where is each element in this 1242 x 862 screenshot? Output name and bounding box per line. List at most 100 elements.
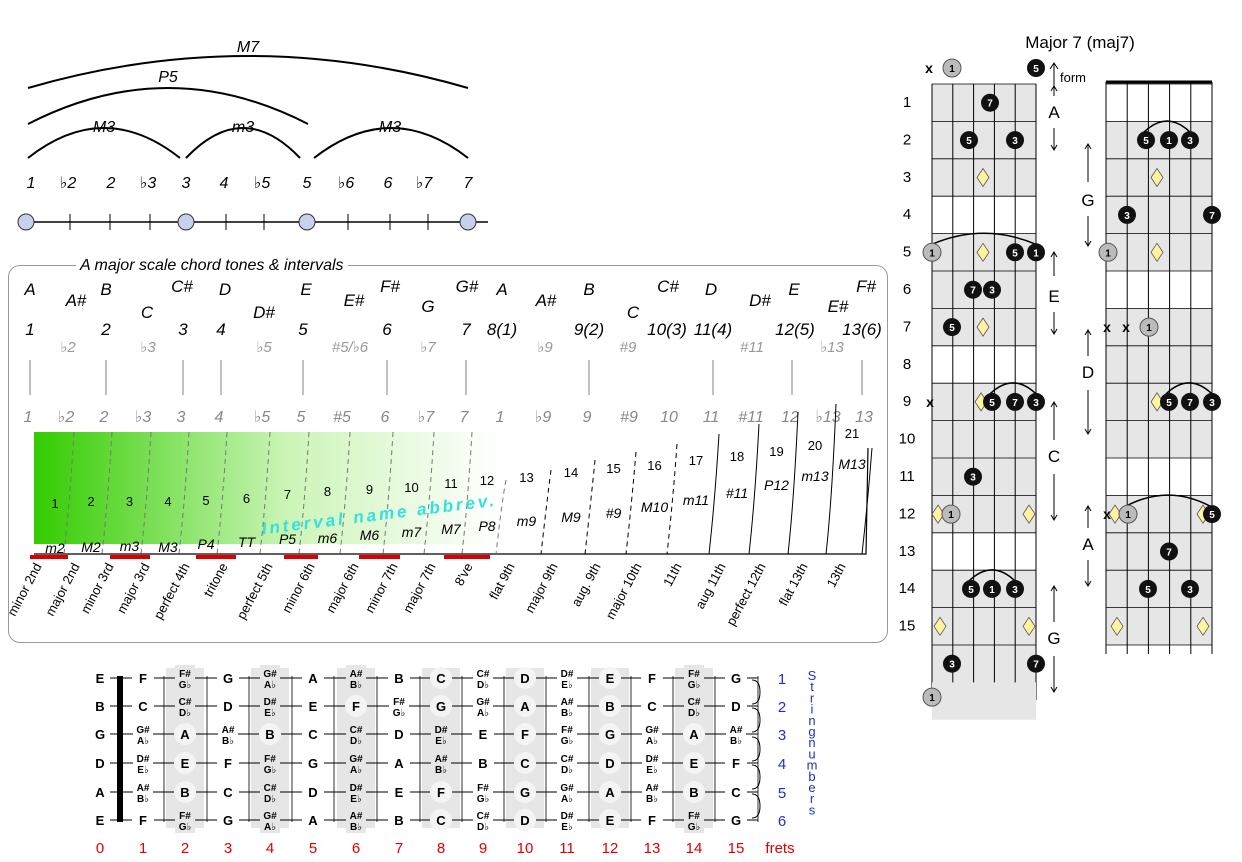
note-bg <box>431 721 451 747</box>
note-name: E# <box>828 297 849 316</box>
chord-tone-dot <box>960 131 978 150</box>
chord-tone-dot <box>1203 505 1221 524</box>
chord-tone-label: 3 <box>970 473 976 484</box>
chord-tone-dot <box>1027 59 1045 77</box>
note-name: A <box>180 727 190 742</box>
chord-tone-dot <box>459 213 477 231</box>
interval-name: flat 9th <box>486 560 518 602</box>
note-bg <box>725 667 747 689</box>
sharp-name: D# <box>646 754 659 765</box>
chord-tone-dot <box>1160 542 1178 561</box>
scale-degree: 9(2) <box>574 320 604 339</box>
note-bg <box>599 723 621 745</box>
chord-tone-label: 1 <box>929 248 935 259</box>
fret-shade <box>506 668 544 828</box>
open-string-name: E <box>96 813 105 828</box>
arrow-head <box>1050 251 1058 258</box>
barre-arc <box>1165 382 1213 395</box>
scale-degree-label: 2 <box>106 175 116 192</box>
interval-abbrev: P5 <box>279 531 296 547</box>
note-bg <box>174 723 196 745</box>
note-bg <box>430 781 452 803</box>
frets-label: frets <box>765 840 794 857</box>
form-shade <box>932 682 1036 703</box>
interval-abbrev: P8 <box>478 518 495 534</box>
flat-name: E♭ <box>137 765 149 776</box>
arrow-head <box>1084 329 1092 336</box>
fret-label: 10 <box>899 431 916 448</box>
note-bg <box>302 723 324 745</box>
sharp-name: F# <box>393 697 405 708</box>
root-dot <box>942 58 962 78</box>
scale-degree-lower: ♭9 <box>535 409 552 426</box>
note-name: G <box>731 671 741 686</box>
chord-tone-label: 1 <box>989 585 995 596</box>
scale-degree-label: 5 <box>303 175 312 192</box>
semitone-count: 21 <box>845 426 859 441</box>
note-bg <box>259 723 281 745</box>
note-bg <box>684 693 704 719</box>
sharp-name: A# <box>222 725 235 736</box>
sharp-name: G# <box>560 783 574 794</box>
note-name: B <box>478 756 487 771</box>
interval-abbrev: TT <box>238 534 257 550</box>
sharp-name: G# <box>136 725 150 736</box>
scale-degree: 8(1) <box>487 320 517 339</box>
note-name: D <box>308 785 317 800</box>
interval-name: perfect 4th <box>151 560 193 621</box>
note-bg <box>642 779 662 805</box>
semitone-count: 13 <box>519 470 533 485</box>
interval-abbrev: #11 <box>726 485 748 501</box>
fret-number: 12 <box>602 840 619 857</box>
root-dot <box>922 242 942 262</box>
note-name: B <box>265 727 274 742</box>
semitone-divider <box>825 403 837 555</box>
scale-degree-lower: 12 <box>781 409 799 426</box>
scale-degree-lower: 3 <box>177 409 186 426</box>
semitone-divider <box>178 431 190 555</box>
interval-chart: AA#BCC#DD#EE#F#GG#AA#BCC#DD#EE#F#1♭22♭33… <box>4 277 882 628</box>
sharp-name: C# <box>350 725 363 736</box>
string-numbers-letter: e <box>808 780 815 795</box>
note-bg <box>346 665 366 691</box>
note-bg <box>725 695 747 717</box>
scale-degree: #5/♭6 <box>332 339 369 356</box>
arc-label: M7 <box>237 39 260 56</box>
fret-number: 15 <box>728 840 745 857</box>
interval-abbrev: m7 <box>402 524 423 540</box>
note-bg <box>260 779 280 805</box>
chord-tone-label: 7 <box>1012 398 1018 409</box>
note-name: A <box>605 785 615 800</box>
note-name: C <box>731 785 741 800</box>
flat-name: D♭ <box>350 736 362 747</box>
arrow-head <box>1084 143 1092 150</box>
chord-tone-label: 3 <box>1033 398 1039 409</box>
arrow-head <box>1084 240 1092 247</box>
note-bg <box>641 667 663 689</box>
interval-name: major 3rd <box>114 560 153 616</box>
interval-name: minor 2nd <box>4 560 44 618</box>
note-name: F <box>139 671 147 686</box>
chord-tone-dot <box>1006 131 1024 150</box>
scale-degree: ♭13 <box>820 339 844 356</box>
semitone-count: 12 <box>480 473 494 488</box>
note-name: B <box>394 671 403 686</box>
sharp-name: G# <box>349 754 363 765</box>
scale-degree-lower: 5 <box>297 409 306 426</box>
note-bg <box>557 807 577 833</box>
interval-abbrev: M6 <box>360 527 380 543</box>
chord-tone-label: 7 <box>1187 398 1193 409</box>
note-bg <box>260 807 280 833</box>
flat-name: D♭ <box>477 822 489 833</box>
scale-degree: 12(5) <box>775 320 815 339</box>
semitone-divider <box>666 443 678 555</box>
chord-tone-label: 3 <box>949 660 955 671</box>
chord-tone-label: 5 <box>949 323 955 334</box>
note-name: D <box>394 727 403 742</box>
note-bg <box>217 809 239 831</box>
string-brace <box>751 793 761 819</box>
interval-panel-frame <box>8 265 888 643</box>
sharp-name: A# <box>561 697 574 708</box>
note-bg <box>684 807 704 833</box>
note-bg <box>388 781 410 803</box>
